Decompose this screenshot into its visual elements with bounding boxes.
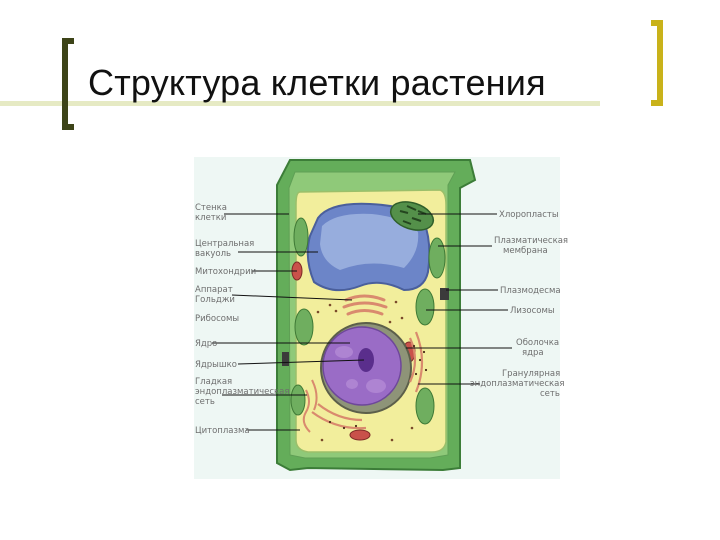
label-cytoplasm: Цитоплазма xyxy=(195,426,250,436)
label-cell-wall: Стенка клетки xyxy=(195,203,230,223)
label-chloroplasts: Хлоропласты xyxy=(499,210,559,220)
label-nuclear-envelope: Оболочка ядра xyxy=(516,338,562,358)
label-central-vacuole: Центральная вакуоль xyxy=(195,239,257,259)
label-mitochondria: Митохондрии xyxy=(195,267,256,277)
label-plasmodesma: Плазмодесма xyxy=(500,286,561,296)
chloroplast xyxy=(294,218,308,256)
label-plasma-membrane: Плазматическая мембрана xyxy=(494,236,571,256)
label-nucleolus: Ядрышко xyxy=(195,360,237,370)
mitochondrion xyxy=(350,430,370,440)
chloroplast xyxy=(429,238,445,278)
label-golgi: Аппарат Гольджи xyxy=(195,285,235,305)
chloroplast xyxy=(291,385,305,415)
label-rough-er: Гранулярная эндоплазматическая сеть xyxy=(470,369,567,399)
label-ribosomes: Рибосомы xyxy=(195,314,239,324)
chloroplast xyxy=(295,309,313,345)
plasmodesma-left xyxy=(282,352,289,366)
label-lysosomes: Лизосомы xyxy=(510,306,555,316)
chloroplast xyxy=(416,388,434,424)
chloroplast xyxy=(416,289,434,325)
label-nucleus: Ядро xyxy=(195,339,217,349)
